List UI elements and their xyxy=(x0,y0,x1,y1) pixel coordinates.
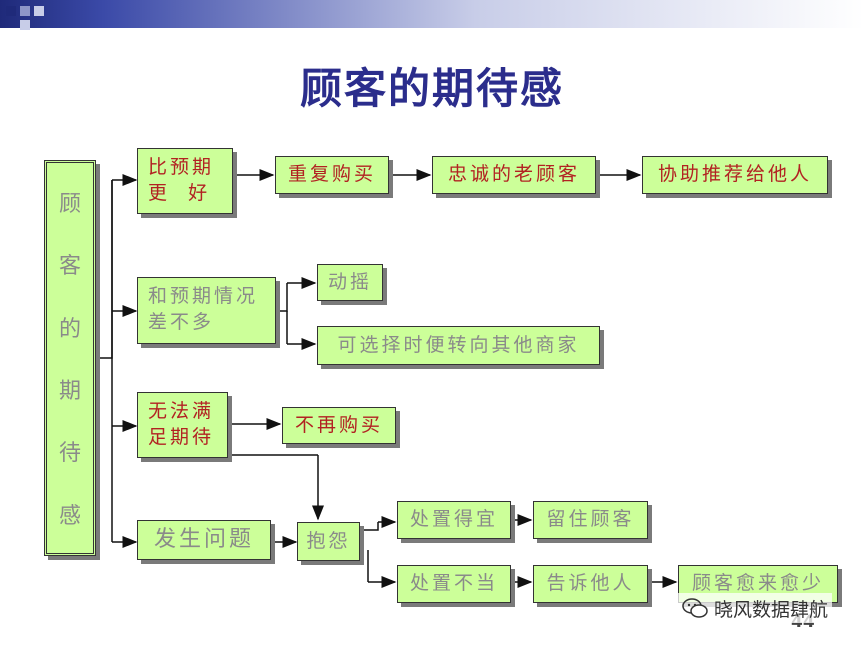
box-repeat-purchase: 重复购买 xyxy=(275,156,389,194)
decor-square xyxy=(34,6,44,16)
wechat-icon xyxy=(682,598,708,618)
box-retain-customer: 留住顾客 xyxy=(533,501,648,539)
decor-square xyxy=(20,20,30,30)
box-no-repurchase: 不再购买 xyxy=(282,407,396,444)
box-better-than-expected: 比预期 更 好 xyxy=(137,148,233,214)
box-waver: 动摇 xyxy=(317,264,383,301)
box-switch-vendor: 可选择时便转向其他商家 xyxy=(317,326,600,365)
box-line: 更 好 xyxy=(148,181,211,204)
box-label: 顾客愈来愈少 xyxy=(691,572,824,595)
box-label: 忠诚的老顾客 xyxy=(447,163,580,186)
box-label: 处置不当 xyxy=(409,572,498,595)
box-line: 比预期 xyxy=(148,156,215,178)
box-loyal-customer: 忠诚的老顾客 xyxy=(432,156,596,194)
root-char: 客 xyxy=(58,254,81,280)
box-tell-others: 告诉他人 xyxy=(533,565,648,603)
box-label: 协助推荐给他人 xyxy=(657,163,812,186)
decor-square xyxy=(6,6,16,16)
box-line: 无法满 xyxy=(148,400,215,422)
box-cannot-meet-expectation: 无法满 足期待 xyxy=(137,392,228,458)
root-char: 待 xyxy=(58,441,81,467)
root-char: 的 xyxy=(58,316,81,342)
box-line: 差不多 xyxy=(148,310,215,333)
box-label: 留住顾客 xyxy=(546,508,635,531)
box-handled-badly: 处置不当 xyxy=(397,565,511,603)
box-line: 和预期情况 xyxy=(148,285,259,307)
root-char: 感 xyxy=(58,503,81,529)
box-handled-well: 处置得宜 xyxy=(397,501,511,539)
watermark: 晓风数据肆航 xyxy=(678,593,833,623)
box-label: 重复购买 xyxy=(287,163,376,186)
root-box-customer-expectation: 顾 客 的 期 待 感 xyxy=(44,160,96,556)
root-char: 期 xyxy=(58,379,81,405)
box-label: 动摇 xyxy=(327,270,372,293)
decor-square xyxy=(20,6,30,16)
box-line: 足期待 xyxy=(148,425,215,448)
box-label: 不再购买 xyxy=(294,413,383,436)
box-recommend-others: 协助推荐给他人 xyxy=(642,156,828,194)
box-label: 可选择时便转向其他商家 xyxy=(337,333,580,356)
box-label: 告诉他人 xyxy=(546,572,635,595)
page-title: 顾客的期待感 xyxy=(299,64,564,113)
box-label: 处置得宜 xyxy=(409,508,498,531)
box-complaint: 抱怨 xyxy=(297,522,360,561)
box-similar-to-expected: 和预期情况 差不多 xyxy=(137,277,276,344)
box-label: 发生问题 xyxy=(153,527,254,553)
root-char: 顾 xyxy=(58,192,81,218)
header-gradient-bar xyxy=(0,0,864,28)
watermark-text: 晓风数据肆航 xyxy=(714,598,829,621)
box-label: 抱怨 xyxy=(306,529,351,552)
box-problem-occurs: 发生问题 xyxy=(137,520,271,560)
